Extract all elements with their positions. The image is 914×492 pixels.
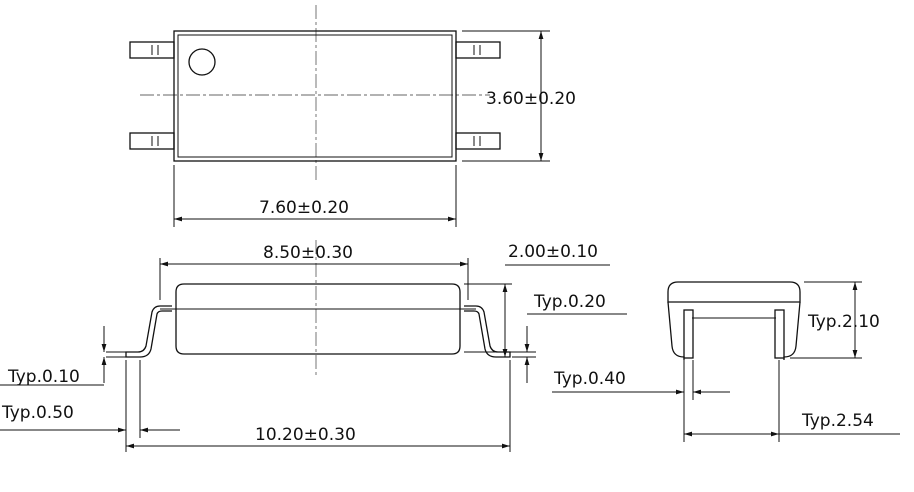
top-view xyxy=(129,5,550,227)
end-view-body-top xyxy=(667,281,801,303)
side-body-length-label: 8.50±0.30 xyxy=(263,243,353,263)
lead-span-label: 10.20±0.30 xyxy=(255,425,356,445)
side-view-body-top xyxy=(175,283,461,309)
side-view xyxy=(0,240,627,452)
pitch-label: Typ.2.54 xyxy=(801,411,874,431)
top-view-right-leads xyxy=(455,41,501,150)
end-view xyxy=(552,281,900,442)
end-view-lead-right xyxy=(774,309,785,359)
top-view-body xyxy=(173,30,457,162)
end-view-lead-left xyxy=(683,309,694,359)
lead-length-label: Typ.0.50 xyxy=(1,403,74,423)
body-height-label: 3.60±0.20 xyxy=(486,89,576,109)
overall-height-label: 2.00±0.10 xyxy=(508,242,598,262)
side-view-right-lead xyxy=(464,305,511,358)
pin1-marker xyxy=(188,48,216,76)
standoff-label: Typ.0.20 xyxy=(533,292,606,312)
lead-thickness-label: Typ.0.10 xyxy=(7,367,80,387)
end-view-body-sides xyxy=(667,301,801,360)
side-view-body-bottom xyxy=(175,309,461,355)
side-view-left-lead xyxy=(125,305,172,358)
lead-width-label: Typ.0.40 xyxy=(553,369,626,389)
end-height-label: Typ.2.10 xyxy=(807,312,880,332)
top-view-body-inner xyxy=(177,34,453,158)
body-width-label: 7.60±0.20 xyxy=(259,198,349,218)
top-view-left-leads xyxy=(129,41,175,150)
